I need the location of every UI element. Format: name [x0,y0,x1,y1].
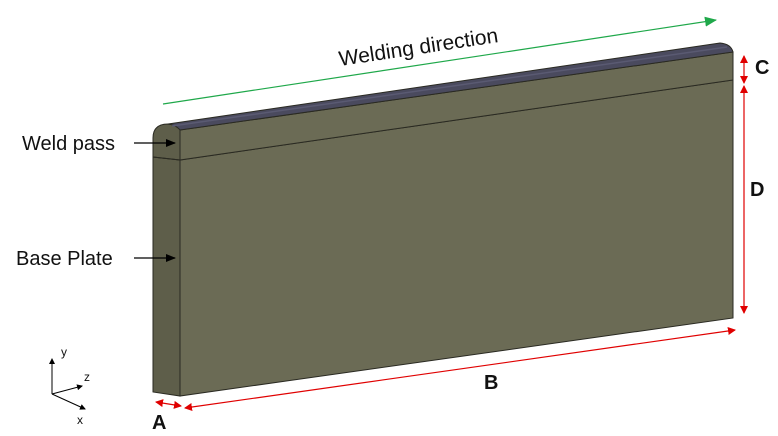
welding-direction-label: Welding direction [337,24,499,71]
coordinate-axes: y z x [49,345,90,427]
dimension-d-label: D [750,179,764,201]
dimension-c-label: C [755,57,769,79]
welding-direction-arrow [162,16,717,105]
axis-x-label: x [77,413,83,427]
weld-pass-end-face [152,123,181,161]
weld-plate-interface-line [152,156,181,161]
axis-z-label: z [84,370,90,384]
weld-bead-crest-line [171,46,728,127]
base-plate-label: Base Plate [16,248,113,270]
weld-pass-label: Weld pass [22,133,115,155]
dimension-a-arrow [155,399,182,409]
axis-x-line [51,393,86,410]
dimension-b-label: B [484,372,498,394]
base-plate-side-face [152,156,181,397]
dimension-a-label: A [152,412,166,434]
axis-z-line [51,384,83,395]
dimension-b-arrow [184,327,736,411]
axis-y-label: y [61,345,67,359]
